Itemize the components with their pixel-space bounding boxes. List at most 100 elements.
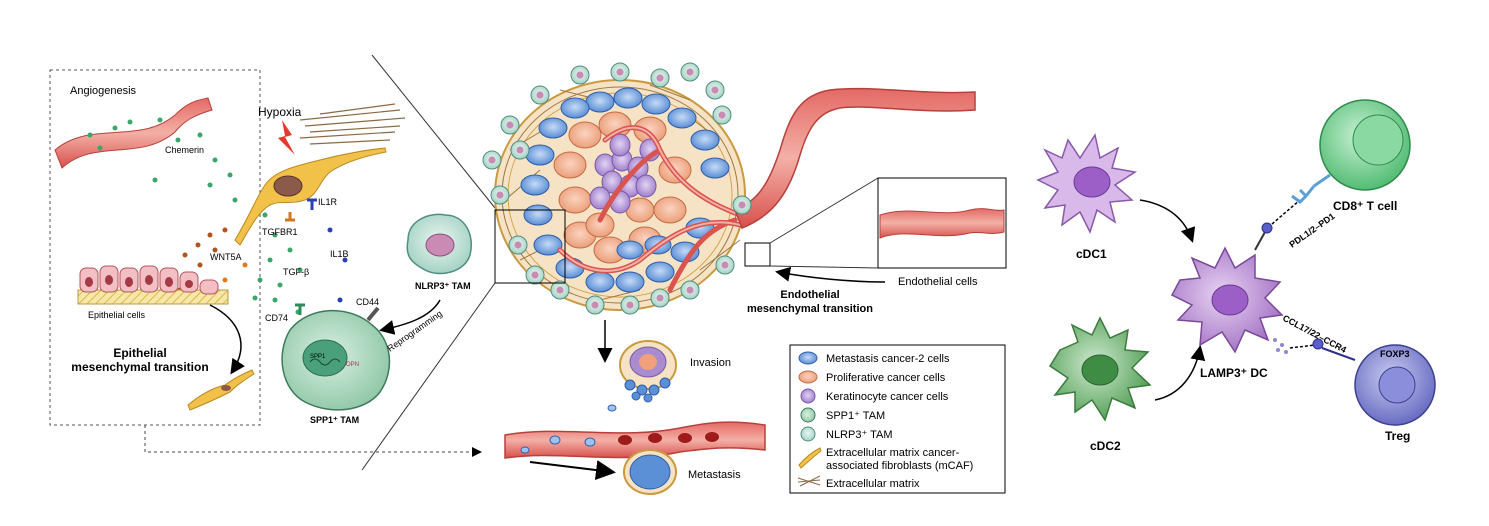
emt-label-line1: Epithelial bbox=[113, 346, 166, 360]
mcaf-icon bbox=[798, 447, 822, 469]
legend-label-4: NLRP3⁺ TAM bbox=[826, 429, 893, 441]
ccr4-receptor-icon bbox=[1312, 338, 1324, 350]
angiogenesis-vessel bbox=[54, 97, 213, 169]
pdl-ligand-icon bbox=[1261, 222, 1273, 234]
cdc1-label: cDC1 bbox=[1076, 247, 1107, 261]
fibroblast-nucleus bbox=[273, 175, 303, 197]
ecm-icon bbox=[797, 475, 821, 487]
zoom-box-left bbox=[494, 209, 566, 284]
purple-cell-icon bbox=[800, 388, 816, 404]
nlrp3-tam-label: NLRP3⁺ TAM bbox=[415, 281, 471, 291]
reprogramming-label: Reprogramming bbox=[385, 308, 444, 353]
nlrp3-tam-icon bbox=[800, 426, 816, 442]
legend-label-5b: associated fibroblasts (mCAF) bbox=[826, 460, 973, 472]
lamp3-dc-nucleus bbox=[1211, 284, 1249, 316]
cdc1-nucleus bbox=[1073, 166, 1111, 198]
epithelial-layer bbox=[77, 265, 229, 305]
legend-label-5: Extracellular matrix cancer- bbox=[826, 447, 960, 459]
orange-cell-icon bbox=[798, 370, 818, 384]
foxp3-label: FOXP3 bbox=[1380, 349, 1410, 359]
ecm-fibers-top bbox=[299, 103, 406, 145]
fibroblast-cell bbox=[234, 147, 387, 246]
endothelial-inset bbox=[877, 177, 1007, 269]
main-blood-vessel bbox=[734, 87, 976, 229]
invasion-cluster bbox=[619, 340, 677, 403]
legend-box: Metastasis cancer-2 cells Proliferative … bbox=[789, 344, 1006, 494]
epithelial-cells-label: Epithelial cells bbox=[88, 310, 146, 320]
ccl-ccr4-dashed-line bbox=[1289, 344, 1316, 349]
zoom-line-top bbox=[371, 54, 496, 209]
spp1-tam-nucleus bbox=[302, 339, 348, 377]
tumor-vessels-highlight bbox=[559, 126, 741, 272]
angiogenesis-label: Angiogenesis bbox=[70, 85, 137, 97]
il1b-label: IL1B bbox=[330, 249, 349, 259]
invasion-label: Invasion bbox=[690, 357, 731, 369]
metastasis-label: Metastasis bbox=[688, 469, 741, 481]
metastasis-cluster bbox=[623, 449, 677, 495]
endmt-label-line1: Endothelial bbox=[780, 289, 839, 301]
dashed-connector-arrow bbox=[144, 425, 482, 457]
mesenchymal-cell bbox=[187, 369, 255, 411]
treg-nucleus bbox=[1378, 366, 1416, 404]
legend-label-2: Keratinocyte cancer cells bbox=[826, 391, 949, 403]
spp1-tam-label: SPP1⁺ TAM bbox=[310, 415, 359, 425]
emt-label-line2: mesenchymal transition bbox=[71, 360, 208, 374]
cdc1-arrow bbox=[1139, 199, 1196, 243]
zoom-box-right bbox=[744, 242, 771, 267]
zoom-line-right-bottom bbox=[769, 265, 879, 269]
endmt-label-line2: mesenchymal transition bbox=[747, 303, 873, 315]
ccl-dots bbox=[1273, 338, 1288, 354]
pdl-pd1-label: PDL1/2–PD1 bbox=[1287, 211, 1336, 250]
tgfbr1-label: TGFBR1 bbox=[262, 227, 298, 237]
opn-label: OPN bbox=[346, 362, 359, 368]
pd1-stalk bbox=[1313, 173, 1331, 188]
pdl-pd1-dashed-line bbox=[1271, 199, 1301, 225]
emt-arrow bbox=[209, 304, 245, 375]
cd8-t-cell-label: CD8⁺ T cell bbox=[1333, 199, 1397, 213]
pdl-stalk bbox=[1254, 231, 1266, 251]
metastasis-arrow bbox=[529, 460, 616, 480]
il1r-receptor-icon bbox=[307, 198, 317, 210]
zoom-line-right-top bbox=[769, 177, 879, 244]
cd74-receptor-icon bbox=[295, 303, 305, 315]
spp1-gene-label: SPP1 bbox=[310, 354, 326, 360]
endmt-arrow bbox=[775, 266, 886, 283]
cdc2-label: cDC2 bbox=[1090, 439, 1121, 453]
chemerin-label: Chemerin bbox=[165, 145, 204, 155]
lamp3-dc-label: LAMP3⁺ DC bbox=[1200, 366, 1268, 380]
cd74-label: CD74 bbox=[265, 313, 288, 323]
ccr4-stalk bbox=[1321, 347, 1356, 361]
legend-label-1: Proliferative cancer cells bbox=[826, 372, 946, 384]
blue-cell-icon bbox=[798, 351, 818, 365]
reprogramming-arrow bbox=[379, 299, 441, 335]
cd44-receptor-icon bbox=[366, 306, 380, 322]
red-blood-cells bbox=[618, 432, 719, 445]
endothelial-cells-label: Endothelial cells bbox=[898, 276, 978, 288]
legend-label-6: Extracellular matrix bbox=[826, 478, 920, 490]
cdc2-arrow bbox=[1154, 345, 1206, 401]
tumor-mass bbox=[482, 62, 976, 315]
hypoxia-bolt-icon bbox=[278, 120, 295, 155]
cdc2-nucleus bbox=[1081, 354, 1119, 386]
dna-icon bbox=[309, 358, 341, 366]
pd1-receptor-icon bbox=[1291, 185, 1316, 204]
mesenchymal-nucleus bbox=[221, 385, 231, 391]
il1r-label: IL1R bbox=[318, 197, 338, 207]
tgfbr1-receptor-icon bbox=[285, 212, 295, 222]
legend-label-3: SPP1⁺ TAM bbox=[826, 410, 885, 422]
cd44-label: CD44 bbox=[356, 297, 379, 307]
nlrp3-tam-nucleus bbox=[425, 233, 455, 257]
right-panel: cDC1 cDC2 LAMP3⁺ DC PDL1/2–PD1 CD8⁺ T ce… bbox=[1036, 99, 1436, 453]
zoom-line-bottom bbox=[361, 282, 496, 471]
spp1-tam-icon bbox=[800, 407, 816, 423]
legend-label-0: Metastasis cancer-2 cells bbox=[826, 353, 950, 365]
cd8-t-cell-nucleus bbox=[1352, 114, 1404, 166]
treg-label: Treg bbox=[1385, 429, 1410, 443]
metastasis-vessel bbox=[504, 421, 766, 459]
circulating-tumor-cells bbox=[520, 404, 617, 454]
tam-nuclei bbox=[488, 68, 746, 309]
left-panel: Angiogenesis Chemerin Hypoxia IL1R TGFBR… bbox=[49, 69, 482, 457]
chemerin-dots bbox=[87, 117, 303, 288]
wnt5a-label: WNT5A bbox=[210, 252, 242, 262]
